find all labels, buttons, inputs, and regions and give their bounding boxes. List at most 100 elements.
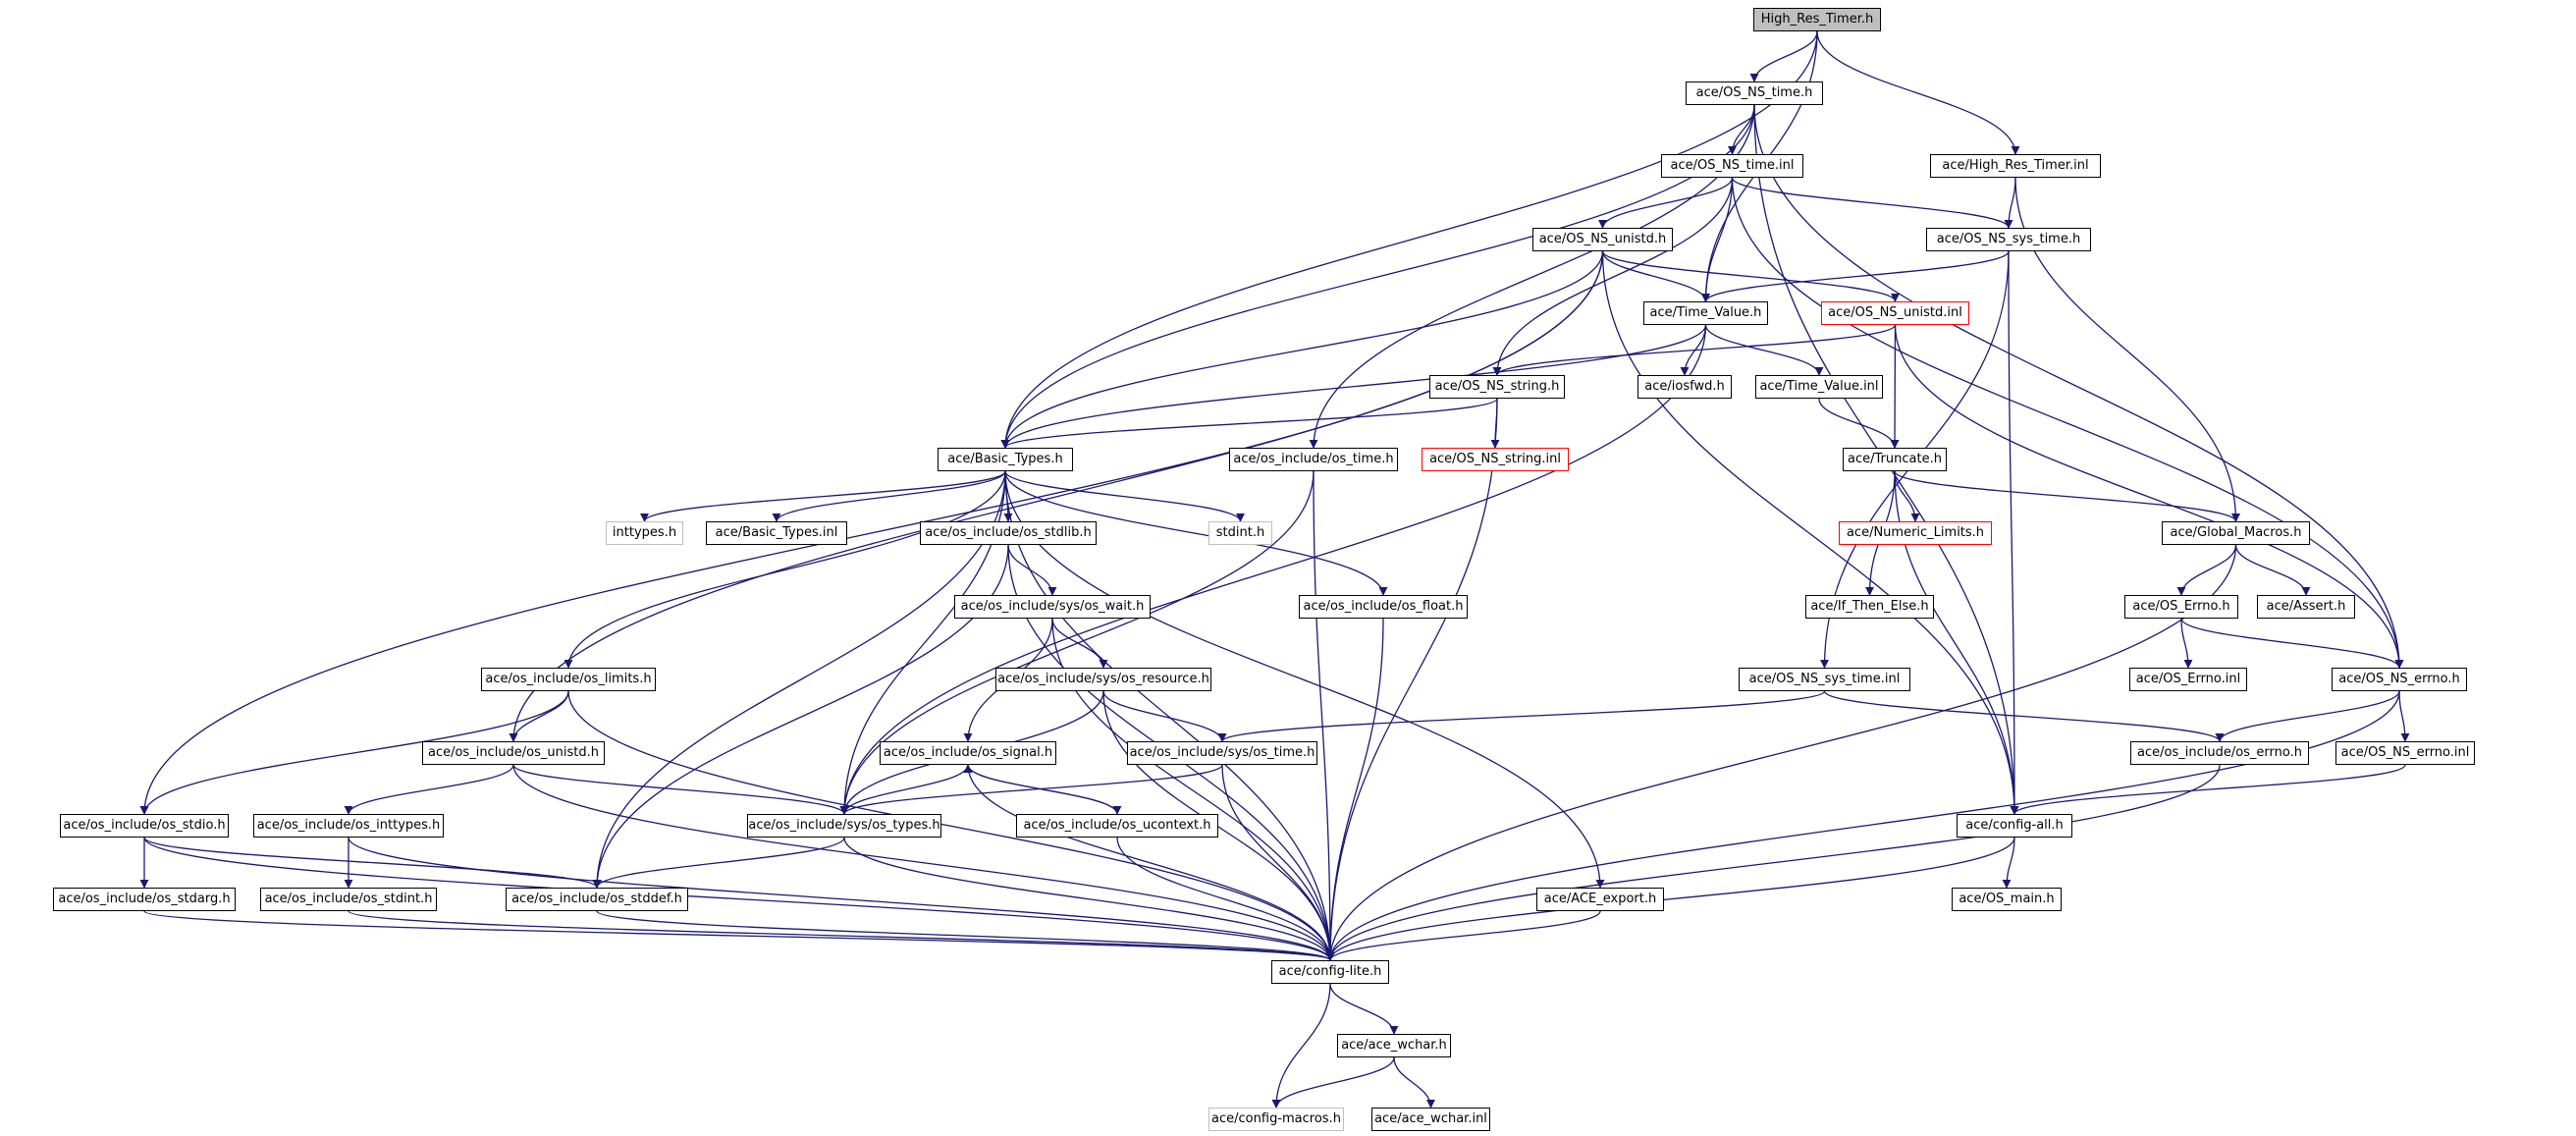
edge-os-sys-resource-h-to-os-sys-time-h <box>1102 690 1227 742</box>
edge-os-sys-types-h-to-os-stddef-h <box>592 837 845 889</box>
edge-os-include-os-time-h-to-config-lite-h <box>1313 470 1335 961</box>
node-os-unistd-h[interactable]: ace/os_include/os_unistd.h <box>422 741 605 765</box>
edge-truncate-h-to-global-macros-h <box>1894 470 2240 522</box>
edge-os-sys-time-h-to-os-sys-types-h <box>839 764 1223 815</box>
node-os-limits-h[interactable]: ace/os_include/os_limits.h <box>481 668 656 691</box>
edge-os-limits-h-to-os-stdio-h <box>139 690 569 815</box>
node-config-all-h[interactable]: ace/config-all.h <box>1957 814 2072 838</box>
node-time-value-inl[interactable]: ace/Time_Value.inl <box>1755 375 1883 399</box>
edge-config-lite-h-to-config-macros-h <box>1271 983 1331 1109</box>
node-os-stdlib-h[interactable]: ace/os_include/os_stdlib.h <box>920 521 1097 545</box>
edge-ace-wchar-h-to-ace-wchar-inl <box>1393 1056 1436 1109</box>
edge-ace-export-h-to-config-lite-h <box>1325 910 1601 961</box>
edge-basic-types-h-to-stdint-h <box>1004 470 1245 522</box>
node-os-ns-unistd-h[interactable]: ace/OS_NS_unistd.h <box>1532 228 1673 251</box>
node-iosfwd-h[interactable]: ace/iosfwd.h <box>1637 375 1732 399</box>
node-os-stdarg-h[interactable]: ace/os_include/os_stdarg.h <box>53 888 236 911</box>
node-stdint-h[interactable]: stdint.h <box>1208 521 1272 545</box>
node-os-errno-h[interactable]: ace/OS_Errno.h <box>2124 595 2238 619</box>
edge-os-limits-h-to-config-lite-h <box>567 690 1335 961</box>
node-os-sys-wait-h[interactable]: ace/os_include/sys/os_wait.h <box>954 595 1151 619</box>
node-os-ns-time-inl[interactable]: ace/OS_NS_time.inl <box>1661 154 1803 178</box>
edge-os-ns-unistd-h-to-config-all-h <box>1601 250 2019 815</box>
node-high-res-timer-inl[interactable]: ace/High_Res_Timer.inl <box>1930 154 2101 178</box>
edge-config-lite-h-to-ace-wchar-h <box>1329 983 1399 1035</box>
node-os-include-errno-h[interactable]: ace/os_include/os_errno.h <box>2130 741 2309 765</box>
edge-os-include-errno-h-to-config-lite-h <box>1325 764 2221 961</box>
node-truncate-h[interactable]: ace/Truncate.h <box>1843 448 1947 471</box>
node-os-ns-string-h[interactable]: ace/OS_NS_string.h <box>1429 375 1565 399</box>
node-config-macros-h[interactable]: ace/config-macros.h <box>1208 1108 1344 1131</box>
edge-os-ns-string-h-to-config-lite-h <box>1325 398 1498 961</box>
edge-os-errno-h-to-os-errno-inl <box>2180 618 2193 669</box>
node-config-lite-h[interactable]: ace/config-lite.h <box>1271 960 1389 984</box>
edge-os-ns-sys-time-inl-to-os-sys-time-h <box>1217 690 1826 742</box>
edge-os-sys-time-h-to-config-lite-h <box>1221 764 1335 961</box>
edge-os-stdio-h-to-config-lite-h <box>143 837 1335 961</box>
edge-os-ns-time-inl-to-os-ns-sys-time-h <box>1731 177 2013 229</box>
node-basic-types-h[interactable]: ace/Basic_Types.h <box>938 448 1073 471</box>
node-assert-h[interactable]: ace/Assert.h <box>2257 595 2355 619</box>
node-os-ns-errno-h[interactable]: ace/OS_NS_errno.h <box>2332 668 2467 691</box>
node-os-sys-time-h[interactable]: ace/os_include/sys/os_time.h <box>1127 741 1317 765</box>
edge-os-ns-time-inl-to-time-value-h <box>1700 177 1734 302</box>
node-os-float-h[interactable]: ace/os_include/os_float.h <box>1299 595 1468 619</box>
node-os-include-os-time-h[interactable]: ace/os_include/os_time.h <box>1229 448 1398 471</box>
edge-os-ns-unistd-inl-to-os-ns-errno-h <box>1894 324 2404 669</box>
edge-os-include-os-time-h-to-os-sys-types-h <box>839 470 1315 815</box>
edge-high-res-timer-h-to-basic-types-h <box>1000 30 1818 449</box>
node-os-inttypes-h[interactable]: ace/os_include/os_inttypes.h <box>253 814 444 838</box>
edge-global-macros-h-to-assert-h <box>2234 544 2311 596</box>
edge-os-ns-time-inl-to-os-ns-errno-h <box>1731 177 2404 669</box>
edge-os-ns-errno-h-to-config-lite-h <box>1325 690 2400 961</box>
edge-time-value-h-to-time-value-inl <box>1704 324 1824 376</box>
edge-os-ns-sys-time-h-to-time-value-h <box>1701 250 2010 302</box>
node-time-value-h[interactable]: ace/Time_Value.h <box>1643 301 1768 325</box>
node-os-ns-errno-inl[interactable]: ace/OS_NS_errno.inl <box>2335 741 2475 765</box>
edge-os-stdlib-h-to-os-sys-wait-h <box>1007 544 1057 596</box>
node-os-stddef-h[interactable]: ace/os_include/os_stddef.h <box>506 888 688 911</box>
node-numeric-limits-h[interactable]: ace/Numeric_Limits.h <box>1839 521 1992 545</box>
node-basic-types-inl[interactable]: ace/Basic_Types.inl <box>706 521 847 545</box>
edge-os-sys-types-h-to-config-lite-h <box>843 837 1335 961</box>
edge-os-ns-unistd-inl-to-truncate-h <box>1890 324 1900 449</box>
node-os-errno-inl[interactable]: ace/OS_Errno.inl <box>2129 668 2247 691</box>
node-os-ns-unistd-inl[interactable]: ace/OS_NS_unistd.inl <box>1821 301 1969 325</box>
node-os-main-h[interactable]: ace/OS_main.h <box>1952 888 2062 911</box>
edge-os-ns-time-h-to-os-ns-time-inl <box>1727 104 1755 155</box>
edge-os-ns-errno-inl-to-config-all-h <box>2010 764 2406 815</box>
node-os-stdint-h[interactable]: ace/os_include/os_stdint.h <box>260 888 437 911</box>
node-inttypes-h[interactable]: inttypes.h <box>606 521 683 545</box>
node-os-sys-types-h[interactable]: ace/os_include/sys/os_types.h <box>747 814 941 838</box>
node-os-ns-sys-time-h[interactable]: ace/OS_NS_sys_time.h <box>1926 228 2091 251</box>
edge-os-stddef-h-to-config-lite-h <box>596 910 1335 961</box>
node-os-ns-time-h[interactable]: ace/OS_NS_time.h <box>1686 81 1823 105</box>
node-os-ucontext-h[interactable]: ace/os_include/os_ucontext.h <box>1016 814 1218 838</box>
node-os-stdio-h[interactable]: ace/os_include/os_stdio.h <box>60 814 229 838</box>
node-high-res-timer-h[interactable]: High_Res_Timer.h <box>1753 8 1881 31</box>
edge-os-stdio-h-to-os-stddef-h <box>143 837 602 889</box>
edge-os-unistd-h-to-config-lite-h <box>512 764 1335 961</box>
node-if-then-else-h[interactable]: ace/If_Then_Else.h <box>1805 595 1934 619</box>
node-ace-export-h[interactable]: ace/ACE_export.h <box>1536 888 1664 911</box>
edge-os-ns-string-h-to-basic-types-h <box>1000 398 1498 449</box>
node-ace-wchar-inl[interactable]: ace/ace_wchar.inl <box>1371 1108 1490 1131</box>
edge-os-ns-time-h-to-os-ns-errno-h <box>1753 104 2404 669</box>
edge-os-float-h-to-config-lite-h <box>1325 618 1384 961</box>
edge-os-signal-h-to-config-lite-h <box>967 764 1335 961</box>
node-os-signal-h[interactable]: ace/os_include/os_signal.h <box>880 741 1056 765</box>
node-ace-wchar-h[interactable]: ace/ace_wchar.h <box>1337 1034 1451 1057</box>
edge-os-inttypes-h-to-config-lite-h <box>348 837 1335 961</box>
edge-os-ns-unistd-h-to-os-stdio-h <box>139 250 1604 815</box>
edge-high-res-timer-h-to-high-res-timer-inl <box>1816 30 2020 155</box>
edge-time-value-h-to-basic-types-h <box>1000 324 1707 449</box>
edge-os-ucontext-h-to-os-signal-h <box>963 764 1118 815</box>
node-os-sys-resource-h[interactable]: ace/os_include/sys/os_resource.h <box>995 668 1211 691</box>
edge-ace-wchar-h-to-config-macros-h <box>1271 1056 1395 1109</box>
edge-time-value-inl-to-truncate-h <box>1818 398 1900 449</box>
node-os-ns-string-inl[interactable]: ace/OS_NS_string.inl <box>1422 448 1569 471</box>
node-os-ns-sys-time-inl[interactable]: ace/OS_NS_sys_time.inl <box>1739 668 1910 691</box>
edge-basic-types-h-to-os-limits-h <box>564 470 1006 669</box>
edge-os-sys-wait-h-to-os-sys-resource-h <box>1051 618 1108 669</box>
node-global-macros-h[interactable]: ace/Global_Macros.h <box>2162 521 2310 545</box>
